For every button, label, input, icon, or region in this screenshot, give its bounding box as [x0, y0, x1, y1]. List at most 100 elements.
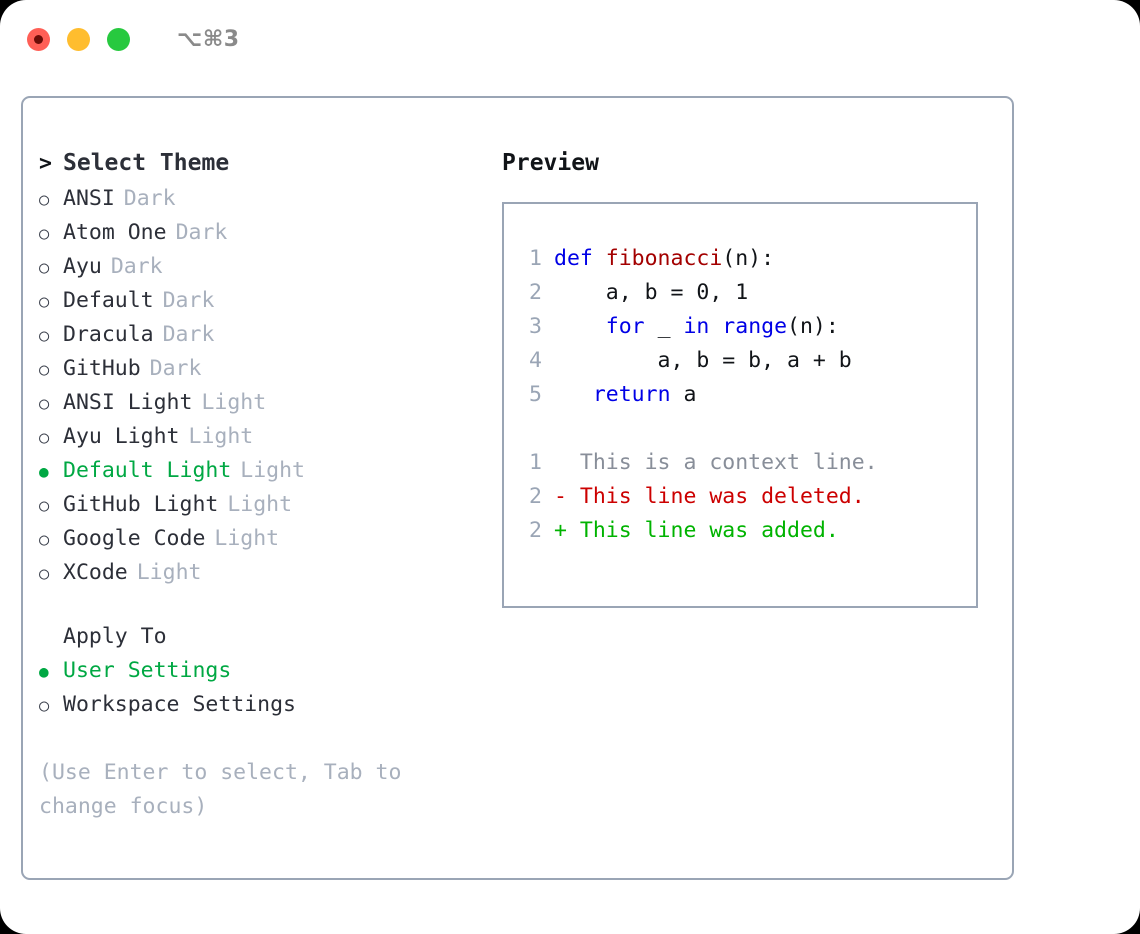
radio-selected-icon: ● — [39, 662, 49, 681]
apply-to-options-list: ● User Settings ○Workspace Settings — [39, 658, 469, 726]
diff-sign — [554, 450, 567, 475]
theme-option-label: Ayu — [63, 254, 102, 279]
code-diff-gap — [514, 416, 976, 450]
close-button[interactable] — [27, 27, 50, 51]
theme-option-label: Default Light — [63, 458, 232, 483]
diff-line-number: 1 — [529, 450, 542, 475]
code-line: 2 a, b = 0, 1 — [514, 280, 976, 314]
diff-line: 1 This is a context line. — [514, 450, 976, 484]
radio-unselected-icon: ○ — [39, 326, 50, 346]
code-line: 1 def fibonacci(n): — [514, 246, 976, 280]
radio-unselected-icon: ○ — [39, 360, 50, 380]
code-token-plain: a — [670, 382, 697, 407]
theme-option-github[interactable]: ○ GitHub Dark — [39, 356, 469, 390]
code-token-plain — [554, 382, 593, 407]
code-line-text: a, b = 0, 1 — [554, 280, 748, 305]
theme-option-ansi[interactable]: ○ ANSI Dark — [39, 186, 469, 220]
code-line-number: 5 — [529, 382, 542, 407]
code-line: 4 a, b = b, a + b — [514, 348, 976, 382]
apply-to-option-label: User Settings — [63, 658, 232, 683]
apply-to-option-workspace-settings[interactable]: ○Workspace Settings — [39, 692, 469, 726]
theme-option-mode-badge: Light — [240, 458, 306, 483]
code-token-plain: (n): — [787, 314, 839, 339]
code-line-number: 4 — [529, 348, 542, 373]
apply-to-option-user-settings[interactable]: ● User Settings — [39, 658, 469, 692]
maximize-button[interactable] — [107, 27, 130, 51]
theme-option-mode-badge: Dark — [123, 186, 176, 211]
radio-unselected-icon: ○ — [39, 564, 50, 584]
diff-line-text: This is a context line. — [566, 450, 878, 475]
theme-option-mode-badge: Dark — [175, 220, 228, 245]
code-token-plain — [554, 314, 606, 339]
theme-option-label: ANSI — [63, 186, 115, 211]
theme-option-default[interactable]: ○ Default Dark — [39, 288, 469, 322]
radio-unselected-icon: ○ — [39, 428, 50, 448]
radio-unselected-icon: ○ — [39, 258, 50, 278]
theme-option-mode-badge: Dark — [162, 288, 215, 313]
theme-option-mode-badge: Light — [188, 424, 254, 449]
theme-option-label: Ayu Light — [63, 424, 180, 449]
code-line: 3 for _ in range(n): — [514, 314, 976, 348]
theme-option-label: ANSI Light — [63, 390, 193, 415]
theme-option-default-light[interactable]: ● Default Light Light — [39, 458, 469, 492]
diff-line-text: This line was added. — [566, 518, 839, 543]
radio-selected-icon: ● — [39, 462, 49, 481]
code-line-text: return a — [554, 382, 697, 407]
theme-option-label: Google Code — [63, 526, 206, 551]
code-line-text: for _ in range(n): — [554, 314, 839, 339]
code-token-kw: def — [554, 246, 606, 271]
theme-option-label: XCode — [63, 560, 128, 585]
apply-to-title: Apply To — [63, 624, 167, 649]
code-token-kw: for — [605, 314, 645, 339]
keyboard-shortcut-label: ⌥⌘3 — [177, 26, 240, 52]
theme-option-label: GitHub Light — [63, 492, 219, 517]
theme-option-label: GitHub — [63, 356, 141, 381]
list-spacer — [39, 594, 469, 624]
code-token-plain: (n): — [722, 246, 775, 271]
theme-option-mode-badge: Dark — [162, 322, 215, 347]
radio-unselected-icon: ○ — [39, 696, 50, 716]
code-token-plain: _ — [644, 314, 684, 339]
theme-list-header: > Select Theme — [39, 150, 469, 186]
radio-unselected-icon: ○ — [39, 190, 50, 210]
code-token-fn: fibonacci — [605, 246, 723, 271]
theme-option-mode-badge: Light — [214, 526, 280, 551]
theme-option-mode-badge: Dark — [110, 254, 163, 279]
radio-unselected-icon: ○ — [39, 496, 50, 516]
theme-option-ayu[interactable]: ○ Ayu Dark — [39, 254, 469, 288]
radio-unselected-icon: ○ — [39, 394, 50, 414]
theme-list-title: Select Theme — [63, 150, 230, 176]
diff-line-text: This line was deleted. — [566, 484, 865, 509]
code-line-number: 3 — [529, 314, 542, 339]
title-bar: ⌥⌘3 — [0, 0, 1140, 78]
code-line: 5 return a — [514, 382, 976, 416]
code-line-number: 1 — [529, 246, 542, 271]
code-token-kw: return — [592, 382, 671, 407]
code-line-text: a, b = b, a + b — [554, 348, 852, 373]
theme-option-label: Default — [63, 288, 154, 313]
theme-option-mode-badge: Dark — [149, 356, 202, 381]
minimize-button[interactable] — [67, 27, 90, 51]
recording-indicator-icon — [34, 34, 43, 44]
diff-sign: - — [554, 484, 567, 509]
code-token-plain: a, b = 0, 1 — [554, 280, 749, 305]
diff-line: 2+ This line was added. — [514, 518, 976, 552]
code-token-plain: a, b = b, a + b — [554, 348, 852, 373]
theme-option-label: Atom One — [63, 220, 167, 245]
window-controls — [27, 27, 130, 51]
radio-unselected-icon: ○ — [39, 292, 50, 312]
theme-option-ayu-light[interactable]: ○ Ayu Light Light — [39, 424, 469, 458]
